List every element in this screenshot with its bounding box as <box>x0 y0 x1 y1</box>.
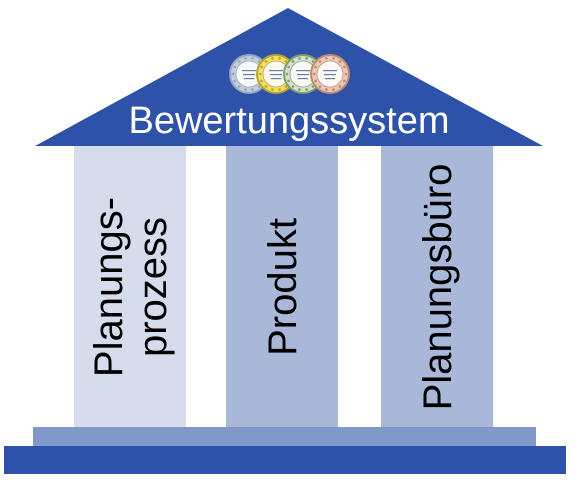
pillar-label-planungsprozess-line2: prozess <box>131 217 175 357</box>
pillar-planungsbuero <box>381 146 493 427</box>
base-step <box>33 427 536 446</box>
pillar-planungsprozess <box>74 146 186 427</box>
foundation <box>4 446 566 474</box>
certification-seals <box>229 54 350 94</box>
pillar-label-produkt: Produkt <box>261 218 305 356</box>
pillar-produkt <box>226 146 338 427</box>
pillar-label-planungsprozess-line1: Planungs- <box>87 197 131 377</box>
seal-bronze-icon <box>310 54 350 94</box>
pillar-label-planungsbuero: Planungsbüro <box>416 164 460 411</box>
roof-title: Bewertungssystem <box>128 100 449 142</box>
